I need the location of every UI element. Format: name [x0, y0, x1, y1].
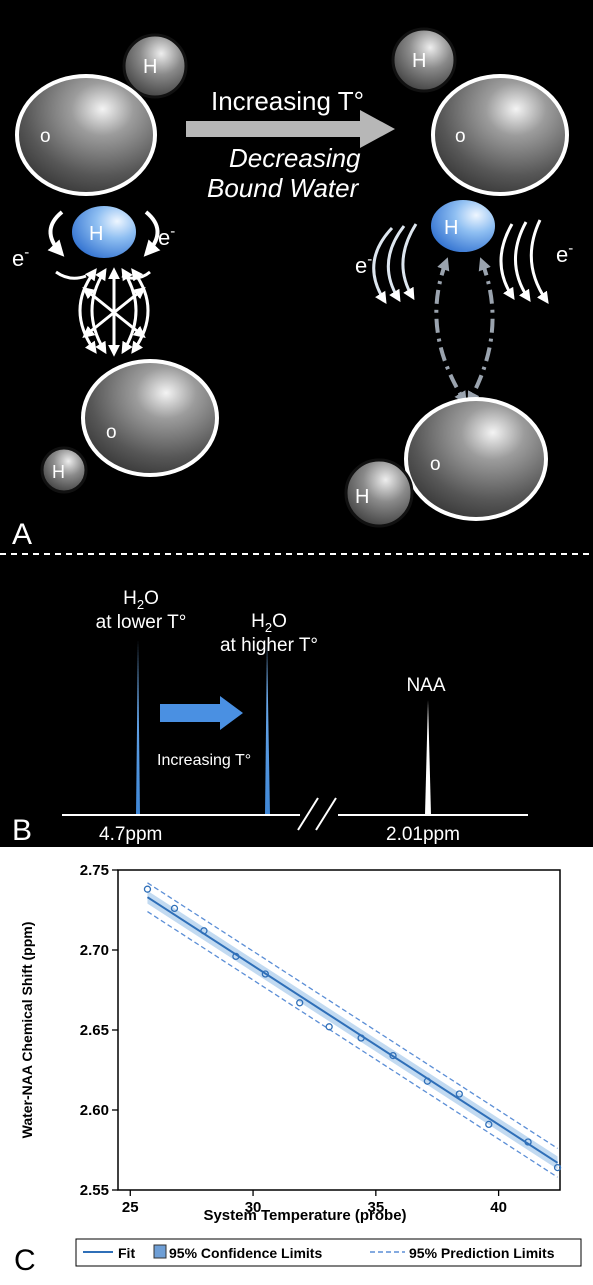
data-point	[143, 885, 152, 893]
axis-label-2-01ppm: 2.01ppm	[386, 824, 460, 845]
prediction-limit-upper	[147, 882, 558, 1149]
electron-arc-left	[47, 210, 65, 257]
hydrogen-bond-arrows-strong	[78, 267, 150, 357]
fit-line	[146, 896, 559, 1164]
oxygen-atom-top-left	[15, 74, 157, 196]
legend-fit-label: Fit	[118, 1245, 135, 1261]
oxygen-label: o	[40, 126, 51, 147]
data-point	[296, 999, 304, 1007]
oxygen-atom-bottom-left	[81, 359, 219, 477]
plot-layer	[143, 882, 562, 1178]
y-tick-label: 2.75	[80, 862, 109, 879]
decreasing-label: Decreasing	[229, 143, 361, 173]
x-tick-label: 25	[122, 1199, 139, 1216]
axis-break-mark-2	[315, 797, 337, 831]
hydrogen-atom-bottom-left	[40, 446, 88, 494]
data-point	[261, 970, 269, 978]
data-point	[357, 1034, 365, 1042]
increasing-temperature-arrow	[186, 110, 395, 148]
tick-layer: 25 30 35 40 2.55 2.60 2.65 2.70 2.75	[80, 862, 507, 1216]
electron-arcs-right-left-side	[372, 223, 418, 305]
hydrogen-label: H	[89, 223, 103, 245]
electron-label-right: e-	[355, 251, 372, 278]
peak2-caption: at higher T°	[220, 635, 318, 656]
electron-arcs-right-right-side	[499, 219, 549, 304]
axis-break-mark-1	[297, 797, 319, 831]
prediction-limit-lower	[147, 911, 558, 1178]
y-tick-label: 2.65	[80, 1022, 109, 1039]
hydrogen-label: H	[444, 217, 458, 239]
y-axis-label: Water-NAA Chemical Shift (ppm)	[19, 922, 35, 1139]
hydrogen-label: H	[143, 56, 157, 78]
y-tick-label: 2.60	[80, 1102, 109, 1119]
legend-confidence-swatch	[153, 1244, 167, 1259]
data-point	[325, 1023, 333, 1031]
oxygen-label: o	[455, 126, 466, 147]
x-tick-label: 35	[367, 1199, 384, 1216]
peak-shift-arrow	[160, 696, 243, 730]
increasing-temperature-label: Increasing T°	[211, 86, 364, 116]
hydrogen-atom-bottom-right	[344, 458, 414, 528]
data-point	[423, 1077, 432, 1085]
axis-label-4-7ppm: 4.7ppm	[99, 824, 162, 845]
y-tick-label: 2.70	[80, 942, 109, 959]
panel-c-label: C	[14, 1244, 36, 1277]
peak1-caption: at lower T°	[96, 612, 187, 633]
hydrogen-atom-top-left	[122, 33, 188, 99]
oxygen-atom-bottom-right	[404, 397, 548, 521]
data-point	[524, 1138, 532, 1146]
x-tick-label: 30	[245, 1199, 262, 1216]
naa-peak	[425, 700, 431, 815]
hydrogen-label: H	[355, 486, 369, 508]
hydrogen-label: H	[52, 462, 65, 482]
bound-water-label: Bound Water	[207, 173, 360, 203]
peak-shift-label: Increasing T°	[157, 752, 251, 769]
bound-hydrogen-left	[70, 204, 138, 260]
oxygen-label: o	[430, 454, 441, 475]
y-tick-label: 2.55	[80, 1182, 109, 1199]
hydrogen-label: H	[412, 50, 426, 72]
panel-b-label: B	[12, 814, 32, 847]
water-peak-higher-temp	[265, 642, 270, 815]
electron-label-left-2: e-	[158, 223, 175, 250]
legend-prediction-label: 95% Prediction Limits	[409, 1245, 555, 1261]
electron-trail-left	[55, 270, 87, 280]
data-point	[170, 904, 179, 913]
x-axis-label: System Temperature (probe)	[203, 1207, 406, 1224]
bound-hydrogen-right	[429, 198, 497, 254]
oxygen-label: o	[106, 422, 117, 443]
legend-confidence-label: 95% Confidence Limits	[169, 1245, 322, 1261]
data-point	[232, 952, 240, 961]
data-point	[389, 1051, 397, 1060]
electron-label-left: e-	[12, 244, 29, 271]
electron-arc-left-2	[143, 210, 161, 257]
data-point	[200, 927, 208, 935]
data-point	[455, 1090, 463, 1098]
panel-b-background	[0, 555, 593, 847]
data-point	[485, 1120, 493, 1129]
peak2-formula: H2O	[251, 611, 287, 635]
electron-label-right-2: e-	[556, 240, 573, 267]
water-peak-lower-temp	[136, 640, 140, 815]
data-point	[553, 1163, 562, 1172]
peak1-formula: H2O	[123, 588, 159, 612]
hydrogen-bond-arrows-weak	[434, 257, 495, 405]
hydrogen-atom-top-right	[391, 27, 457, 93]
x-tick-label: 40	[490, 1199, 507, 1216]
naa-label: NAA	[406, 675, 445, 696]
panel-a-label: A	[12, 518, 32, 551]
oxygen-atom-top-right	[431, 74, 569, 196]
